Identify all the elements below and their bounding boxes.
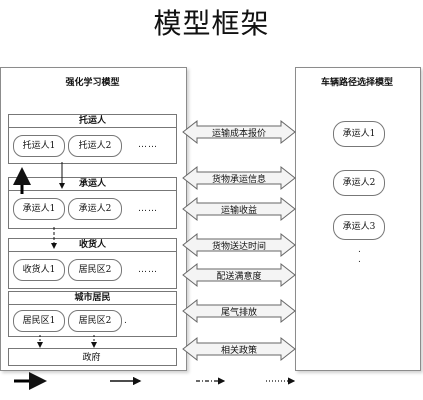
exchange-label-5: 配送满意度 (216, 272, 262, 282)
exchange-arrow-3 (182, 196, 296, 222)
resident-node-1: 居民区1 (13, 310, 65, 332)
receiver-ellipsis: …… (138, 265, 158, 275)
carrier-node-2: 承运人2 (68, 198, 122, 220)
exchange-arrow-4 (182, 232, 296, 258)
exchange-arrow-5 (182, 262, 296, 288)
page-title: 模型框架 (153, 7, 270, 40)
carrier-ellipsis: …… (138, 204, 158, 214)
receiver-node-2: 居民区2 (68, 259, 122, 281)
resident-node-2: 居民区2 (68, 310, 122, 332)
exchange-arrow-7 (182, 336, 296, 362)
receiver-node-1: 收货人1 (13, 259, 65, 281)
rl-model-title: 强化学习模型 (65, 78, 120, 88)
exchange-label-3: 运输收益 (220, 206, 257, 216)
resident-ellipsis: . (124, 316, 128, 326)
shipper-ellipsis: …… (138, 140, 158, 150)
exchange-label-7: 相关政策 (220, 346, 257, 356)
routing-carrier-node-1: 承运人1 (333, 121, 385, 147)
exchange-label-6: 尾气排放 (220, 308, 257, 318)
exchange-arrow-2 (182, 165, 296, 191)
government-label: 政府 (82, 353, 101, 363)
routing-ellipsis-dot-2: . (358, 255, 362, 265)
routing-carrier-node-2: 承运人2 (333, 170, 385, 196)
exchange-label-1: 运输成本报价 (211, 129, 266, 139)
routing-model-title: 车辆路径选择模型 (320, 78, 393, 88)
routing-carrier-node-3: 承运人3 (333, 214, 385, 240)
exchange-label-2: 货物承运信息 (211, 175, 266, 185)
carrier-node-1: 承运人1 (13, 198, 65, 220)
government-box (8, 348, 177, 366)
exchange-label-4: 货物送达时间 (211, 242, 266, 252)
exchange-arrow-6 (182, 298, 296, 324)
routing-ellipsis-dot-1: . (358, 245, 362, 255)
shipper-node-1: 托运人1 (13, 135, 65, 157)
shipper-node-2: 托运人2 (68, 135, 122, 157)
exchange-arrow-1 (182, 119, 296, 145)
